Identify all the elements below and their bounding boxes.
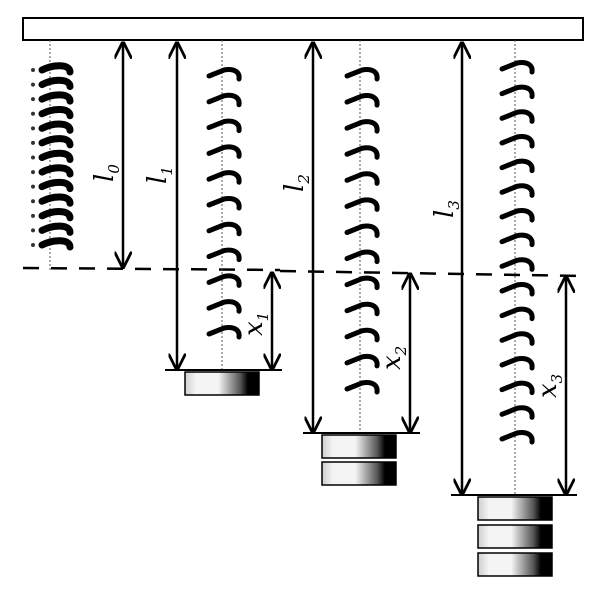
svg-text:l1: l1: [143, 166, 176, 184]
spring-coil: [499, 84, 535, 100]
spring-coil: [499, 158, 535, 174]
spring-coil: [344, 353, 380, 369]
label-l1: l1: [143, 166, 176, 184]
spring-coil: [344, 119, 380, 134]
spring-coil: [499, 208, 535, 223]
spring-coil: [344, 327, 380, 343]
spring-coil: [499, 356, 535, 371]
spring-coil: [344, 301, 380, 317]
svg-text:l3: l3: [430, 200, 463, 218]
spring-coil: [344, 171, 380, 186]
spring-coil: [38, 62, 74, 76]
label-l3: l3: [430, 200, 463, 218]
spring-coil: [38, 76, 74, 91]
spring-coil: [206, 144, 242, 159]
spring-unloaded: [31, 40, 74, 270]
spring-coil: [206, 118, 242, 134]
spring-coil: [499, 430, 535, 445]
svg-text:x3: x3: [533, 374, 566, 398]
label-x2: x2: [377, 346, 410, 370]
spring-coil: [344, 275, 380, 291]
spring-coil: [344, 67, 380, 82]
spring-coil: [499, 134, 535, 149]
mass-block: [477, 552, 553, 577]
spring-coil: [38, 178, 74, 193]
spring-coil: [499, 183, 535, 198]
spring-coil: [344, 145, 380, 160]
spring-coil: [344, 93, 380, 108]
spring-coil: [206, 196, 242, 211]
mass-block: [477, 496, 553, 521]
spring-coil: [38, 149, 74, 163]
spring-one-mass: [206, 40, 242, 370]
reference-dashed-line: [22, 266, 584, 278]
svg-text:l2: l2: [280, 174, 313, 192]
spring-coil: [499, 109, 535, 124]
spring-coil: [38, 120, 74, 134]
spring-coil: [38, 91, 74, 105]
label-x3: x3: [533, 374, 566, 398]
spring-coil: [38, 164, 74, 178]
spring-coil: [499, 306, 535, 322]
spring-coil: [206, 170, 242, 185]
spring-coil: [499, 257, 535, 272]
spring-coil: [499, 405, 535, 420]
mass-block: [477, 524, 553, 549]
spring-coil: [206, 273, 242, 288]
svg-text:x1: x1: [239, 312, 272, 336]
spring-three-masses: [499, 40, 535, 495]
spring-coil: [499, 331, 535, 346]
label-x1: x1: [239, 312, 272, 336]
spring-coil: [206, 92, 242, 108]
spring-two-masses: [344, 40, 380, 433]
label-l2: l2: [280, 174, 313, 192]
mass-block: [321, 461, 397, 486]
spring-coil: [38, 237, 74, 251]
springs: [31, 40, 535, 495]
spring-coil: [499, 282, 535, 297]
label-l0: l0: [90, 164, 123, 182]
spring-coil: [38, 193, 74, 207]
spring-coil: [38, 208, 74, 222]
spring-coil: [499, 232, 535, 248]
dimension-arrows: [123, 43, 566, 494]
spring-coil: [206, 247, 242, 263]
spring-coil: [206, 325, 242, 340]
spring-coil: [206, 299, 242, 314]
spring-coil: [38, 222, 74, 236]
ceiling-support: [22, 17, 584, 41]
svg-text:l0: l0: [90, 164, 123, 182]
spring-coil: [344, 249, 380, 265]
spring-coil: [344, 223, 380, 238]
mass-block: [321, 434, 397, 459]
spring-coil: [206, 67, 242, 82]
spring-coil: [344, 197, 380, 212]
spring-coil: [38, 106, 74, 120]
spring-coil: [38, 135, 74, 149]
svg-text:x2: x2: [377, 346, 410, 370]
mass-block: [184, 371, 260, 396]
spring-coil: [499, 60, 535, 75]
spring-coil: [206, 221, 242, 237]
spring-coil: [344, 380, 380, 395]
masses: [184, 371, 553, 577]
spring-coil: [499, 380, 535, 396]
